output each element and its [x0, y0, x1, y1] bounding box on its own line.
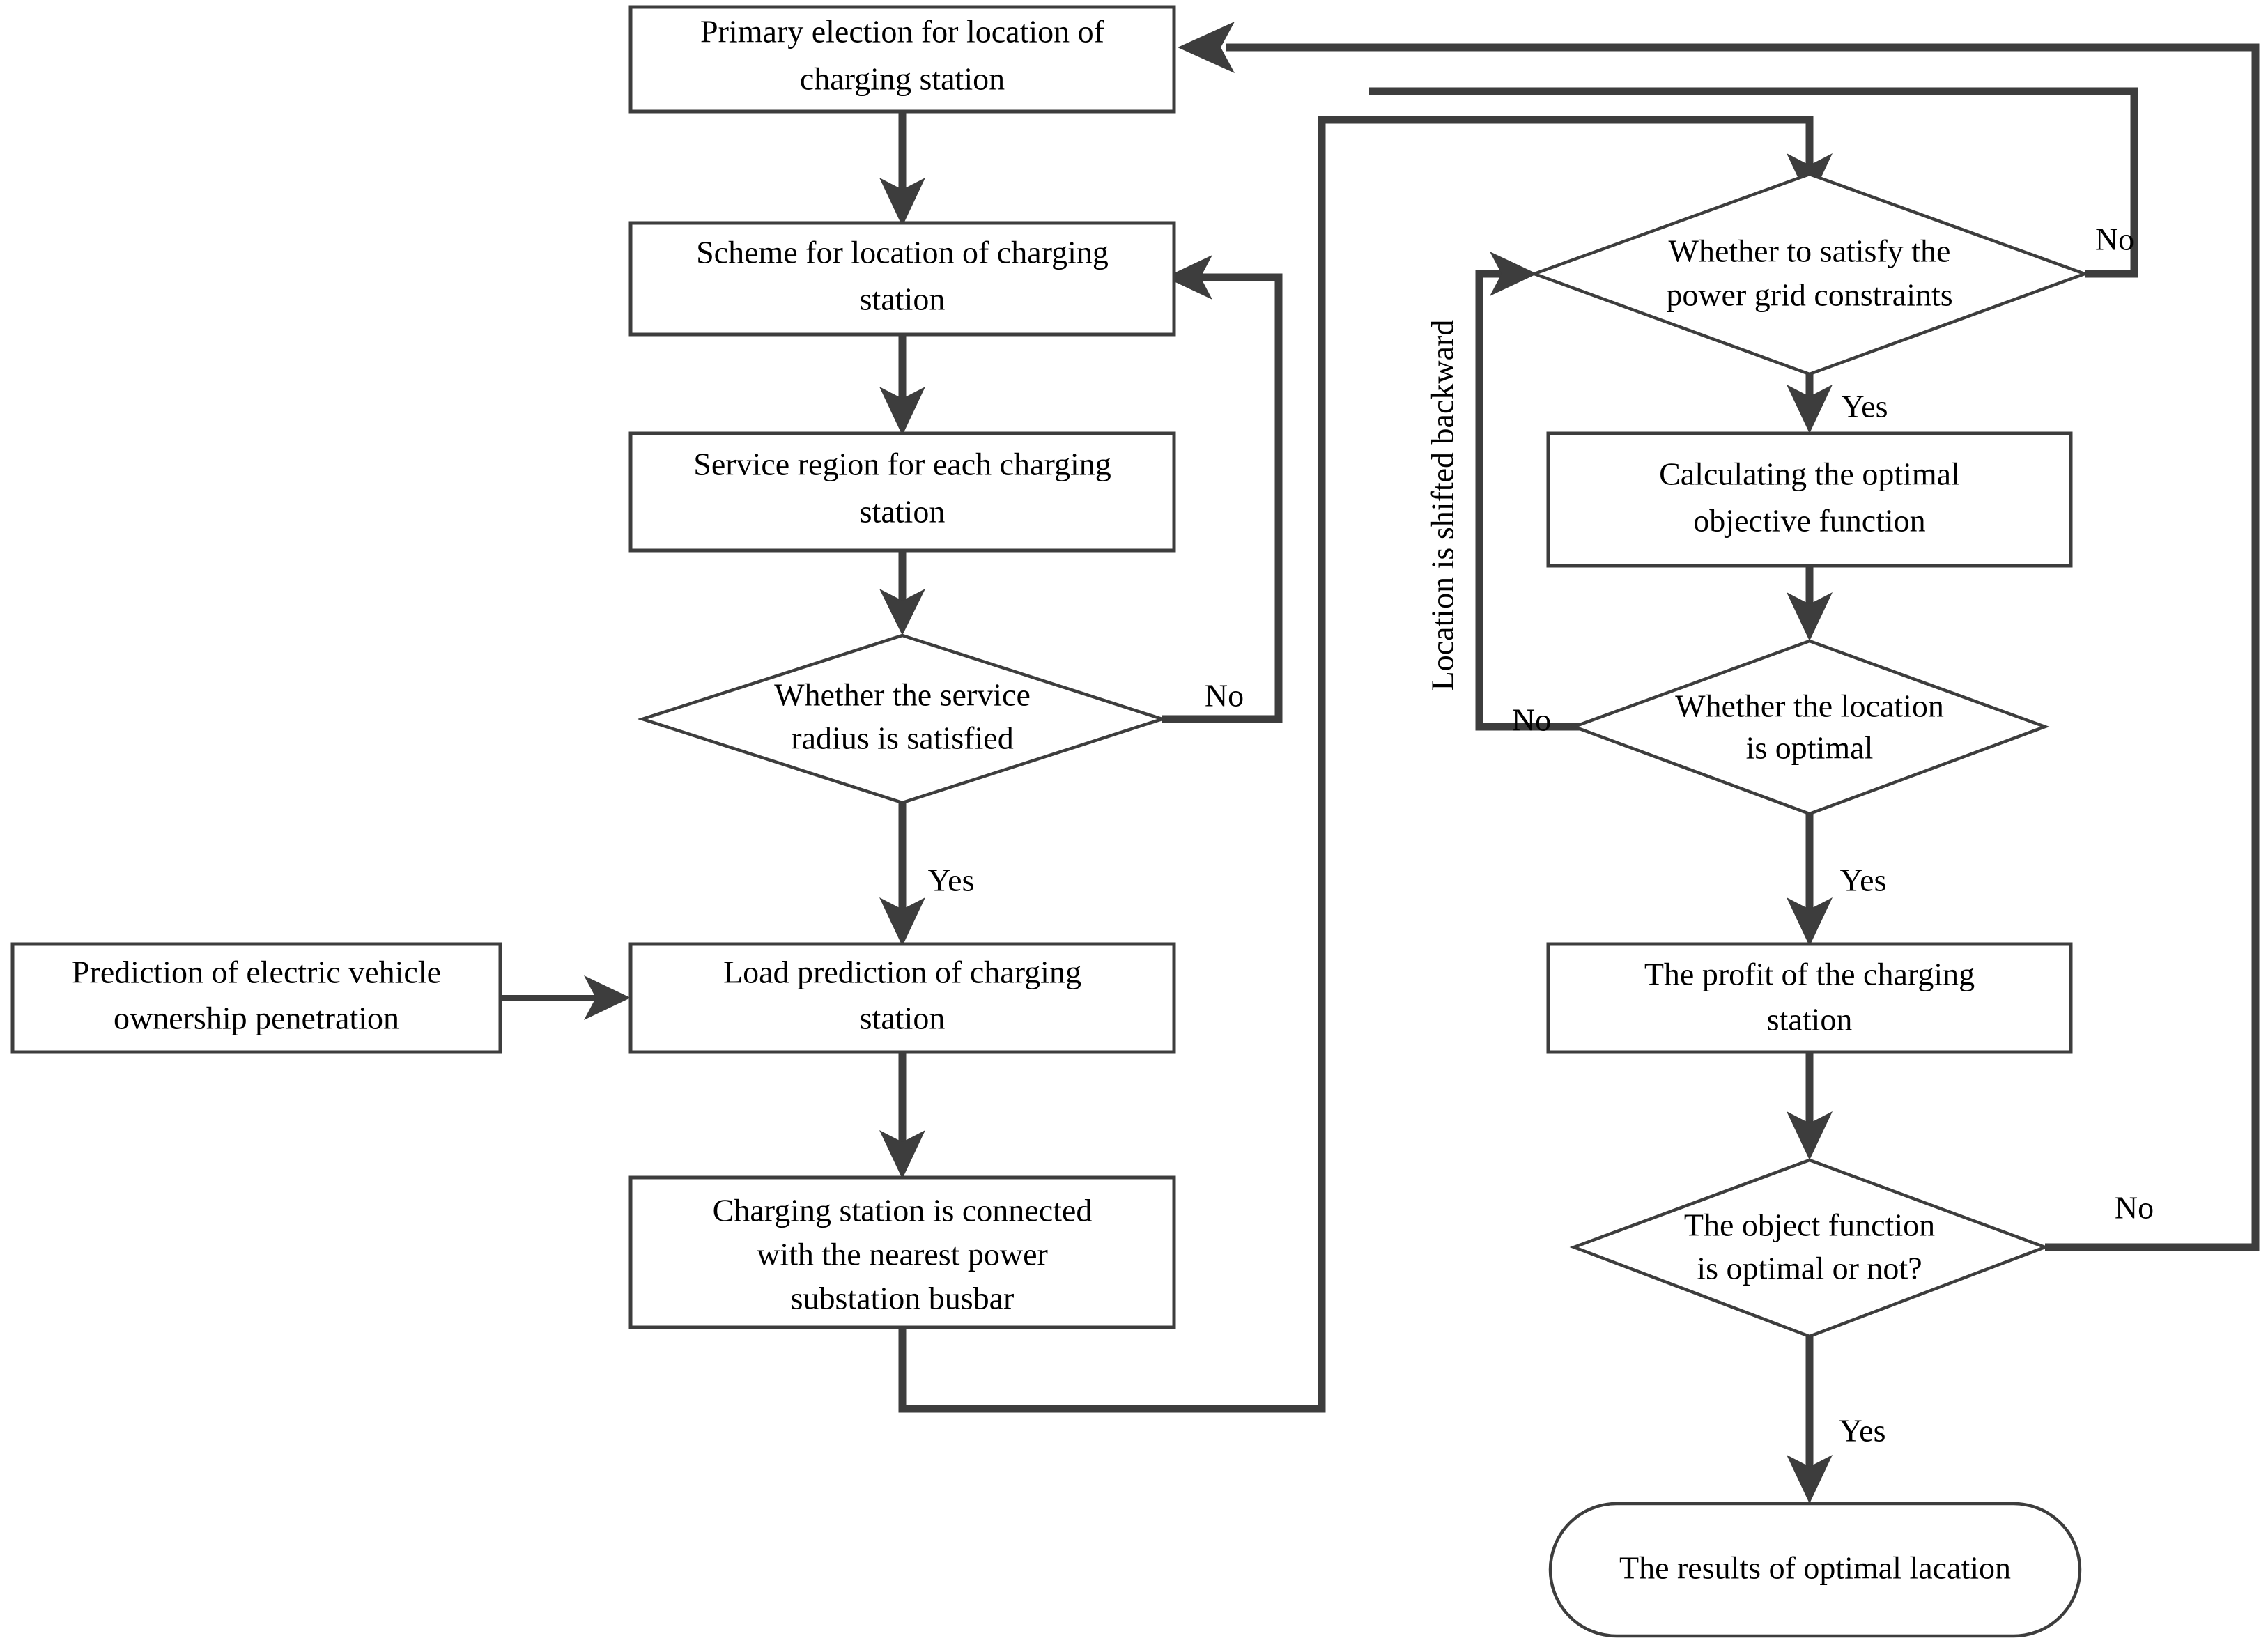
- node-location-optimal-decision[interactable]: Whether the location is optimal: [1569, 639, 2050, 816]
- ev-prediction-line1: Prediction of electric vehicle: [72, 955, 441, 990]
- edge-label-object-function-yes: Yes: [1839, 1413, 1886, 1449]
- edge-label-service-radius-yes: Yes: [928, 863, 975, 898]
- edge-label-location-optimal-yes: Yes: [1840, 863, 1887, 898]
- edge-location-yes-to-profit: [1787, 814, 1833, 946]
- node-object-function-decision[interactable]: The object function is optimal or not?: [1569, 1158, 2050, 1338]
- edge-label-grid-constraints-yes: Yes: [1842, 389, 1888, 424]
- edge-profit-to-object-function: [1787, 1051, 1833, 1160]
- profit-station-line1: The profit of the charging: [1644, 957, 1975, 992]
- edge-location-no-shifted-backward: [1475, 252, 1583, 731]
- connected-busbar-line2: with the nearest power: [757, 1237, 1048, 1272]
- grid-constraints-line2: power grid constraints: [1666, 277, 1952, 313]
- node-profit-station[interactable]: The profit of the charging station: [1546, 942, 2073, 1054]
- profit-station-line2: station: [1767, 1002, 1853, 1037]
- edge-label-object-function-no: No: [2115, 1190, 2154, 1226]
- edge-object-no-to-primary: [1178, 22, 2260, 1251]
- location-optimal-line2: is optimal: [1746, 730, 1874, 766]
- annotation-location-shifted-backward: Location is shifted backward: [1425, 320, 1460, 691]
- grid-constraints-line1: Whether to satisfy the: [1669, 233, 1951, 269]
- edge-calculating-to-location-optimal: [1787, 566, 1833, 641]
- optimal-results-line1: The results of optimal lacation: [1619, 1550, 2011, 1586]
- service-region-line2: station: [860, 494, 946, 530]
- service-radius-line2: radius is satisfied: [791, 720, 1013, 756]
- load-prediction-line2: station: [860, 1001, 946, 1036]
- calculating-objective-line1: Calculating the optimal: [1659, 456, 1960, 492]
- edge-label-location-optimal-no: No: [1512, 702, 1551, 738]
- connected-busbar-line1: Charging station is connected: [713, 1193, 1093, 1228]
- node-primary-election[interactable]: Primary election for location of chargin…: [628, 5, 1176, 114]
- scheme-location-line1: Scheme for location of charging: [696, 235, 1109, 270]
- edge-load-to-busbar: [879, 1052, 925, 1179]
- node-service-region[interactable]: Service region for each charging station: [628, 431, 1176, 553]
- location-optimal-line1: Whether the location: [1675, 688, 1944, 724]
- primary-election-line1: Primary election for location of: [700, 14, 1105, 49]
- edge-scheme-to-service-region: [879, 334, 925, 435]
- connected-busbar-line3: substation busbar: [791, 1281, 1015, 1316]
- node-optimal-results[interactable]: The results of optimal lacation: [1548, 1502, 2082, 1638]
- edge-ev-prediction-to-load: [500, 975, 631, 1020]
- ev-prediction-line2: ownership penetration: [114, 1001, 399, 1036]
- edge-radius-no-to-scheme: [1162, 255, 1283, 723]
- edge-grid-no-loop: [1369, 87, 2138, 278]
- service-radius-line1: Whether the service: [774, 677, 1031, 713]
- node-scheme-location[interactable]: Scheme for location of charging station: [628, 221, 1176, 337]
- object-function-line1: The object function: [1684, 1207, 1935, 1243]
- scheme-location-line2: station: [860, 281, 946, 317]
- object-function-line2: is optimal or not?: [1697, 1251, 1922, 1286]
- node-connected-busbar[interactable]: Charging station is connected with the n…: [628, 1175, 1176, 1329]
- node-ev-prediction[interactable]: Prediction of electric vehicle ownership…: [10, 942, 502, 1054]
- load-prediction-line1: Load prediction of charging: [723, 955, 1081, 990]
- primary-election-line2: charging station: [800, 61, 1005, 97]
- node-load-prediction[interactable]: Load prediction of charging station: [628, 942, 1176, 1054]
- edge-service-region-to-radius: [879, 550, 925, 635]
- service-region-line1: Service region for each charging: [693, 447, 1111, 482]
- edge-grid-yes-to-calculating: [1787, 374, 1833, 433]
- edge-object-yes-to-results: [1787, 1336, 1833, 1504]
- calculating-objective-line2: objective function: [1693, 503, 1925, 539]
- edge-primary-to-scheme: [879, 111, 925, 226]
- node-grid-constraints-decision[interactable]: Whether to satisfy the power grid constr…: [1529, 172, 2090, 376]
- edge-label-service-radius-no: No: [1205, 678, 1244, 713]
- node-service-radius-decision[interactable]: Whether the service radius is satisfied: [637, 633, 1168, 805]
- edge-label-grid-constraints-no: No: [2095, 222, 2134, 257]
- edge-radius-yes-to-load: [879, 803, 925, 946]
- node-calculating-objective[interactable]: Calculating the optimal objective functi…: [1546, 431, 2073, 568]
